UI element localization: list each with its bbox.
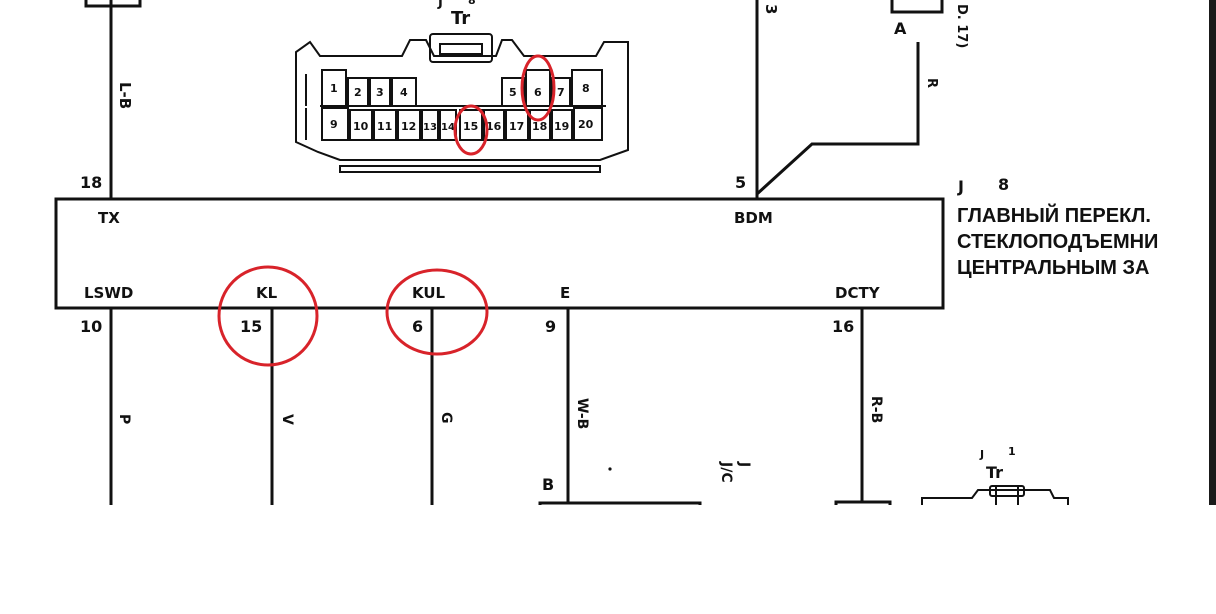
wire-color-tx: L-B (116, 82, 134, 109)
connector-top-row2 (321, 107, 603, 141)
pin-label-7: 7 (557, 86, 565, 99)
ground-terminal-label: B (542, 475, 554, 494)
pin-number-dcty: 16 (832, 317, 854, 336)
pin-name-dcty: DCTY (835, 284, 881, 302)
pin-label-8: 8 (582, 82, 590, 95)
jc-box-top (538, 501, 702, 505)
main-switch-module (54, 197, 945, 310)
module-title-line-3: ЦЕНТРАЛЬНЫМ ЗА (957, 257, 1150, 279)
pin-label-1: 1 (330, 82, 338, 95)
lower-connector-ref-number: 1 (1008, 445, 1016, 458)
pin-number-e: 9 (545, 317, 556, 336)
pin-label-6: 6 (534, 86, 542, 99)
pin-label-3: 3 (376, 86, 384, 99)
terminal-a-box (890, 0, 944, 14)
pin-label-2: 2 (354, 86, 362, 99)
wire-color-e: W-B (574, 398, 590, 429)
pin-label-4: 4 (400, 86, 408, 99)
lower-connector-ref-letter: J (979, 448, 984, 461)
pin-name-bdm: BDM (734, 209, 773, 227)
pin-label-9: 9 (330, 118, 338, 131)
pin-name-kl: KL (256, 284, 278, 302)
highlight-pin-kl (217, 265, 319, 367)
top-left-connector-fragment (84, 0, 142, 8)
edge-label-right: D. 17) (954, 4, 969, 48)
pin-label-18: 18 (532, 120, 547, 133)
pin-label-15: 15 (463, 120, 478, 133)
wire-r (755, 42, 920, 196)
pin-name-lswd: LSWD (84, 284, 133, 302)
pin-label-10: 10 (353, 120, 369, 133)
wire-color-bdm: 3 (762, 4, 780, 14)
wire-color-lswd: P (116, 414, 132, 424)
lower-connector-shape (921, 485, 1069, 505)
highlight-pin-6-connector (520, 54, 556, 122)
connector-top-ref-number: 8 (468, 0, 476, 7)
module-title-line-2: СТЕКЛОПОДЪЕМНИ (957, 231, 1158, 253)
pin-label-17: 17 (509, 120, 524, 133)
connector-top-label: Tr (451, 8, 470, 29)
connector-top-row1 (321, 69, 603, 107)
wire-color-kl: V (279, 414, 295, 425)
module-ref-letter: J (957, 177, 964, 196)
pin-label-5: 5 (509, 86, 517, 99)
speck-dot (608, 467, 612, 471)
lower-connector-label: Tr (986, 463, 1003, 482)
terminal-a-label: A (894, 19, 907, 38)
pin-name-e: E (560, 284, 570, 302)
jc-label: J/C (718, 461, 734, 483)
highlight-pin-15-connector (453, 104, 489, 156)
pin-number-kl: 15 (240, 317, 262, 336)
wire-color-dcty: R-B (868, 396, 884, 423)
module-ref-number: 8 (998, 175, 1009, 194)
scan-edge-strip (1209, 0, 1216, 505)
pin-name-tx: TX (98, 209, 120, 227)
wire-color-r: R (924, 78, 939, 88)
pin-label-19: 19 (554, 120, 569, 133)
wire-color-kul: G (438, 412, 454, 424)
pin-label-12: 12 (401, 120, 416, 133)
pin-number-bdm: 5 (735, 173, 746, 192)
pin-number-tx: 18 (80, 173, 102, 192)
pin-label-13: 13 (423, 122, 437, 133)
jc-letter: J (736, 461, 752, 467)
pin-label-16: 16 (486, 120, 502, 133)
pin-label-14: 14 (441, 122, 455, 133)
pin-number-kul: 6 (412, 317, 423, 336)
pin-label-11: 11 (377, 120, 392, 133)
pin-label-20: 20 (578, 118, 594, 131)
pin-number-lswd: 10 (80, 317, 102, 336)
module-title-line-1: ГЛАВНЫЙ ПЕРЕКЛ. (957, 203, 1151, 227)
pin-name-kul: KUL (412, 284, 446, 302)
connector-top-ref-letter: J (437, 0, 443, 10)
highlight-pin-kul (385, 268, 489, 356)
dcty-terminal-box (834, 500, 892, 505)
